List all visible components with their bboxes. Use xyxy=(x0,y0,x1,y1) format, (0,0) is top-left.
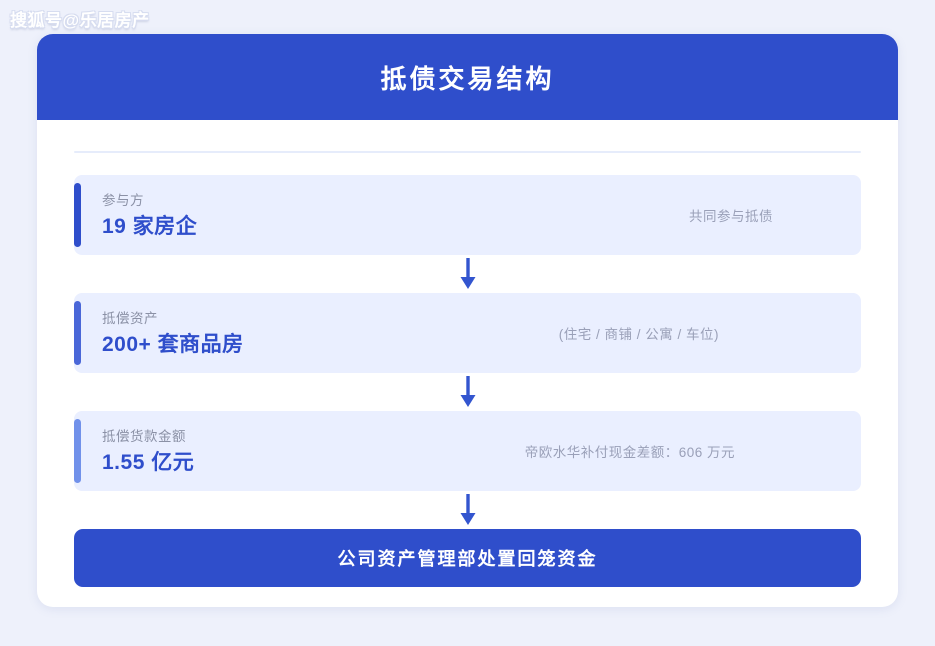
flow-step-2-note: (住宅 / 商铺 / 公寓 / 车位) xyxy=(558,327,719,342)
accent-bar-2 xyxy=(74,301,81,365)
flow-step-3-main: 抵偿货款金额 1.55 亿元 xyxy=(102,427,194,476)
page-title: 抵债交易结构 xyxy=(380,63,555,94)
flow-outcome-text: 公司资产管理部处置回笼资金 xyxy=(337,549,598,569)
accent-bar-1 xyxy=(74,183,81,247)
arrow-down-icon xyxy=(460,376,475,407)
flow-step-2-main: 抵偿资产 200+ 套商品房 xyxy=(102,309,244,358)
flow-step-2-label: 抵偿资产 xyxy=(102,310,158,326)
arrow-down-icon xyxy=(460,258,475,289)
flow-step-participants: 参与方 19 家房企 共同参与抵债 xyxy=(74,175,861,255)
flow-step-1-value: 19 家房企 xyxy=(102,214,198,238)
arrow-down-1-wrapper xyxy=(74,255,861,293)
card-body: 参与方 19 家房企 共同参与抵债 抵偿资产 200+ 套商品房 ( xyxy=(37,120,898,607)
header-divider xyxy=(74,151,861,153)
flow-step-3-value: 1.55 亿元 xyxy=(102,450,195,474)
flow-step-1-main: 参与方 19 家房企 xyxy=(102,191,197,240)
watermark-text: 搜狐号@乐居房产 xyxy=(10,11,150,30)
arrow-down-icon xyxy=(460,494,475,525)
arrow-down-2-wrapper xyxy=(74,373,861,411)
flow-rows: 参与方 19 家房企 共同参与抵债 抵偿资产 200+ 套商品房 ( xyxy=(74,175,861,587)
flow-step-2-value: 200+ 套商品房 xyxy=(102,332,244,356)
flow-step-amount: 抵偿货款金额 1.55 亿元 帝欧水华补付现金差额：606 万元 xyxy=(74,411,861,491)
flow-outcome-bar: 公司资产管理部处置回笼资金 xyxy=(74,529,861,587)
card-header: 抵债交易结构 xyxy=(37,34,898,120)
accent-bar-3 xyxy=(74,419,81,483)
flow-step-3-label: 抵偿货款金额 xyxy=(102,428,186,444)
flow-step-1-note: 共同参与抵债 xyxy=(689,209,773,224)
flow-step-1-label: 参与方 xyxy=(102,192,144,208)
flow-step-3-note: 帝欧水华补付现金差额：606 万元 xyxy=(524,445,735,460)
infographic-card: 抵债交易结构 参与方 19 家房企 共同参与抵债 xyxy=(37,34,898,607)
arrow-down-3-wrapper xyxy=(74,491,861,529)
flow-step-assets: 抵偿资产 200+ 套商品房 (住宅 / 商铺 / 公寓 / 车位) xyxy=(74,293,861,373)
